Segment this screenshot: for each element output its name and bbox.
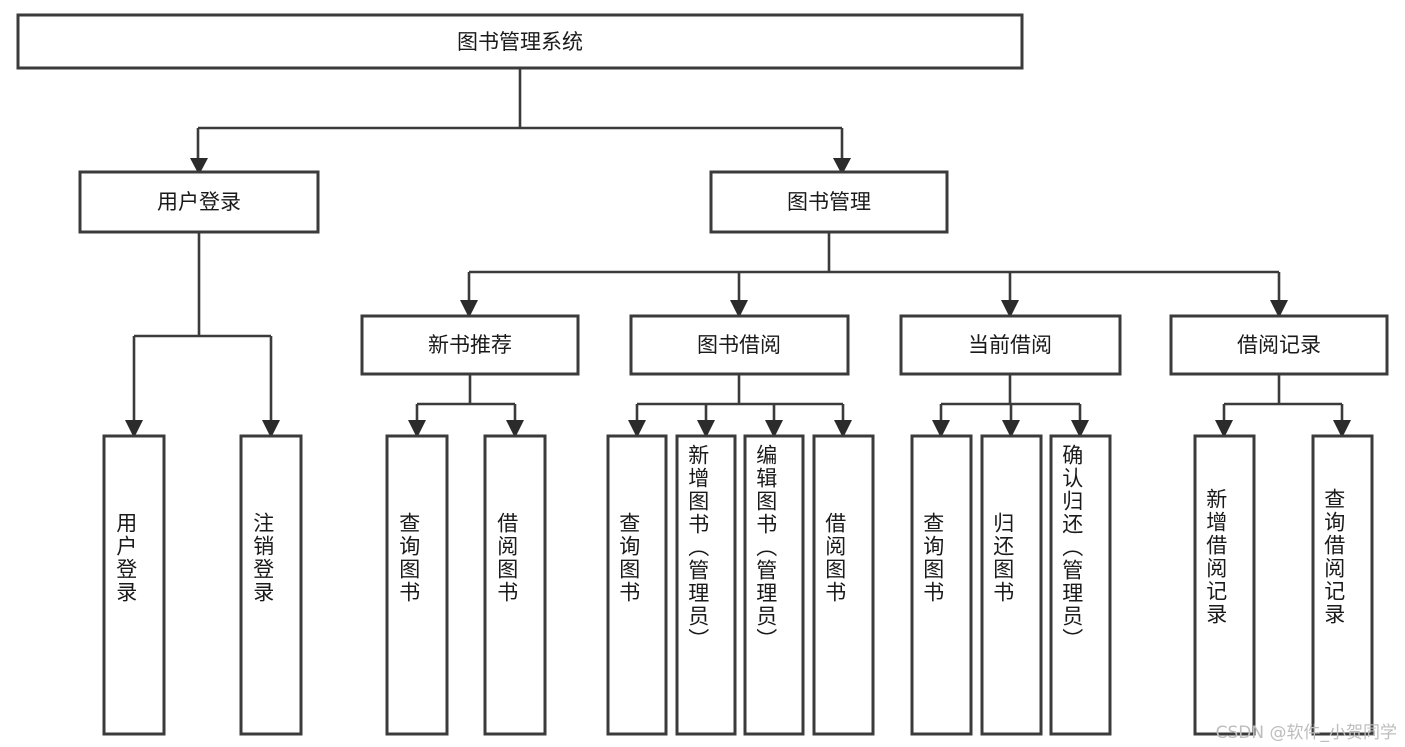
leaf-query-book-rec[interactable]: 查询图书 (385, 434, 449, 736)
node-book-manage-label: 图书管理 (787, 190, 871, 214)
node-user-login[interactable]: 用户登录 (78, 170, 320, 234)
edge-currentborrow-bus (939, 374, 1082, 424)
leaf-add-record-label: 新增借阅记录 (1204, 488, 1228, 626)
node-borrow-record-label: 借阅记录 (1237, 333, 1321, 357)
edge-root-bus (196, 68, 844, 160)
node-user-login-box[interactable] (78, 170, 320, 234)
leaf-query-record[interactable]: 查询借阅记录 (1311, 434, 1374, 736)
leaf-borrow-book-rec-label: 借阅图书 (495, 512, 519, 604)
node-root[interactable]: 图书管理系统 (16, 13, 1024, 70)
leaf-user-login[interactable]: 用户登录 (102, 434, 166, 736)
leaf-borrow-book-rec[interactable]: 借阅图书 (483, 434, 547, 736)
node-book-manage-box[interactable] (709, 170, 949, 234)
leaf-confirm-return[interactable]: 确认归还（管理员） (1049, 434, 1112, 736)
arrowhead-leaf-edit-book (765, 420, 783, 438)
leaf-query-book-cb-box[interactable] (910, 434, 973, 736)
node-root-label: 图书管理系统 (457, 30, 583, 54)
arrowhead-leaf-query-record (1333, 420, 1351, 438)
leaf-edit-book[interactable]: 编辑图书（管理员） (743, 434, 805, 736)
arrowhead-new-book-rec (460, 300, 478, 318)
arrowhead-leaf-query-book-rec (408, 420, 426, 438)
leaf-user-login-box[interactable] (102, 434, 166, 736)
node-current-borrow-label: 当前借阅 (968, 333, 1052, 357)
edge-bookmanage-bus (467, 232, 1281, 303)
arrowhead-borrow-record (1270, 300, 1288, 318)
node-current-borrow[interactable]: 当前借阅 (899, 314, 1122, 376)
arrowhead-current-borrow (1001, 300, 1019, 318)
leaf-query-book-rec-label: 查询图书 (397, 512, 421, 604)
leaf-logout[interactable]: 注销登录 (239, 434, 303, 736)
leaf-query-book-rec-box[interactable] (385, 434, 449, 736)
leaf-return-book[interactable]: 归还图书 (980, 434, 1043, 736)
leaf-borrow-book-bb-label: 借阅图书 (823, 512, 847, 604)
leaf-add-record-box[interactable] (1193, 434, 1256, 736)
arrowhead-leaf-query-book-bb (628, 420, 646, 438)
arrowhead-leaf-borrow-book-rec (506, 420, 524, 438)
arrowhead-layer (125, 158, 1351, 438)
node-borrow-record-box[interactable] (1169, 314, 1389, 376)
leaf-add-book-box[interactable] (675, 434, 737, 736)
leaf-confirm-return-label: 确认归还（管理员） (1060, 444, 1084, 651)
arrowhead-leaf-query-book-cb (932, 420, 950, 438)
node-user-login-label: 用户登录 (157, 190, 241, 214)
connector-layer (132, 68, 1344, 424)
leaf-borrow-book-bb[interactable]: 借阅图书 (812, 434, 875, 736)
leaf-add-book-label: 新增图书（管理员） (686, 444, 710, 651)
leaf-logout-box[interactable] (239, 434, 303, 736)
node-new-book-rec-box[interactable] (360, 314, 580, 376)
arrowhead-leaf-borrow-book-bb (834, 420, 852, 438)
node-current-borrow-box[interactable] (899, 314, 1122, 376)
leaf-edit-book-box[interactable] (743, 434, 805, 736)
leaf-query-book-bb-box[interactable] (606, 434, 668, 736)
node-root-box[interactable] (16, 13, 1024, 70)
leaf-add-book[interactable]: 新增图书（管理员） (675, 434, 737, 736)
arrowhead-leaf-add-record (1215, 420, 1233, 438)
arrowhead-user-login (190, 158, 208, 175)
leaf-query-book-cb-label: 查询图书 (921, 512, 945, 604)
node-book-borrow[interactable]: 图书借阅 (629, 314, 850, 376)
edge-userlogin-bus (132, 232, 273, 424)
node-book-manage[interactable]: 图书管理 (709, 170, 949, 234)
arrowhead-book-manage (833, 158, 851, 175)
leaf-confirm-return-box[interactable] (1049, 434, 1112, 736)
arrowhead-leaf-return-book (1002, 420, 1020, 438)
edge-borrowrecord-bus (1222, 374, 1344, 424)
arrowhead-leaf-add-book (697, 420, 715, 438)
leaf-return-book-label: 归还图书 (991, 512, 1015, 604)
arrowhead-leaf-logout (262, 420, 280, 438)
leaf-user-login-label: 用户登录 (114, 512, 138, 604)
leaf-return-book-box[interactable] (980, 434, 1043, 736)
leaf-query-record-label: 查询借阅记录 (1322, 488, 1346, 626)
node-book-borrow-label: 图书借阅 (697, 333, 781, 357)
arrowhead-leaf-confirm-return (1071, 420, 1089, 438)
node-new-book-rec[interactable]: 新书推荐 (360, 314, 580, 376)
node-new-book-rec-label: 新书推荐 (428, 333, 512, 357)
leaf-query-book-bb-label: 查询图书 (617, 512, 641, 604)
leaf-add-record[interactable]: 新增借阅记录 (1193, 434, 1256, 736)
leaf-query-book-cb[interactable]: 查询图书 (910, 434, 973, 736)
node-borrow-record[interactable]: 借阅记录 (1169, 314, 1389, 376)
leaf-logout-label: 注销登录 (251, 512, 275, 604)
leaf-edit-book-label: 编辑图书（管理员） (754, 444, 778, 651)
leaf-borrow-book-bb-box[interactable] (812, 434, 875, 736)
node-book-borrow-box[interactable] (629, 314, 850, 376)
csdn-watermark: CSDN @软件_小贺同学 (1215, 723, 1397, 743)
arrowhead-book-borrow (730, 300, 748, 318)
leaf-query-book-bb[interactable]: 查询图书 (606, 434, 668, 736)
leaf-query-record-box[interactable] (1311, 434, 1374, 736)
edge-bookborrow-bus (635, 374, 845, 424)
edge-newbookrec-bus (415, 374, 517, 424)
arrowhead-leaf-user-login (125, 420, 143, 438)
leaf-borrow-book-rec-box[interactable] (483, 434, 547, 736)
